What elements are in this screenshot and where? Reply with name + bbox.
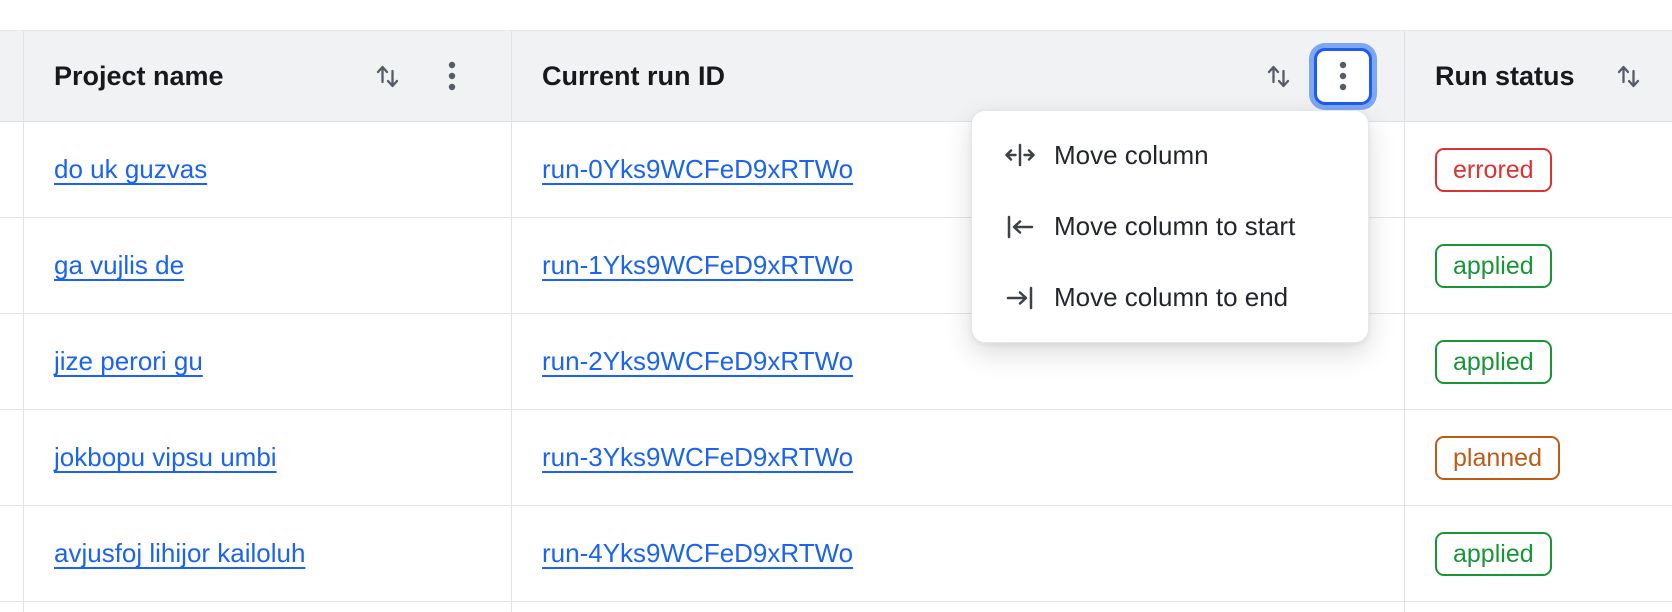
gutter-cell bbox=[0, 506, 24, 601]
sort-button[interactable] bbox=[372, 48, 402, 105]
sort-arrows-icon bbox=[374, 63, 401, 90]
status-badge: applied bbox=[1435, 339, 1552, 384]
column-header-project-name: Project name bbox=[24, 31, 512, 121]
column-label: Project name bbox=[54, 60, 224, 91]
sort-arrows-icon bbox=[1615, 63, 1642, 90]
run-id-link[interactable]: run-4Yks9WCFeD9xRTWo bbox=[542, 538, 854, 568]
status-badge: applied bbox=[1435, 243, 1552, 288]
menu-item-label: Move column bbox=[1054, 139, 1209, 170]
run-status-cell: errored bbox=[1405, 122, 1672, 217]
data-table: Project name bbox=[0, 30, 1672, 612]
table-header-row: Project name bbox=[0, 30, 1672, 122]
run-id-link[interactable]: run-0Yks9WCFeD9xRTWo bbox=[542, 154, 854, 184]
kebab-menu-icon bbox=[448, 60, 456, 92]
run-id-link[interactable]: run-3Yks9WCFeD9xRTWo bbox=[542, 442, 854, 472]
project-name-cell: avjusfoj lihijor kailoluh bbox=[24, 506, 512, 601]
column-header-run-status: Run status bbox=[1405, 31, 1672, 121]
run-id-cell: run-0Yks9WCFeD9xRTWo bbox=[512, 122, 1405, 217]
run-id-link[interactable]: run-2Yks9WCFeD9xRTWo bbox=[542, 346, 854, 376]
project-link[interactable]: jokbopu vipsu umbi bbox=[54, 442, 277, 472]
project-name-cell: jokbopu vipsu umbi bbox=[24, 410, 512, 505]
menu-item-move-column-to-end[interactable]: Move column to end bbox=[972, 263, 1368, 333]
column-options-menu: Move column Move column to start Move co… bbox=[971, 110, 1369, 343]
table-row-partial bbox=[0, 602, 1672, 612]
column-label: Run status bbox=[1435, 60, 1575, 91]
table-row: jokbopu vipsu umbi run-3Yks9WCFeD9xRTWo … bbox=[0, 410, 1672, 506]
project-link[interactable]: ga vujlis de bbox=[54, 250, 185, 280]
run-status-cell bbox=[1405, 602, 1672, 612]
gutter-cell bbox=[0, 602, 24, 612]
table-row: do uk guzvas run-0Yks9WCFeD9xRTWo errore… bbox=[0, 122, 1672, 218]
project-link[interactable]: jize perori gu bbox=[54, 346, 203, 376]
run-id-cell: run-3Yks9WCFeD9xRTWo bbox=[512, 410, 1405, 505]
run-id-cell: run-4Yks9WCFeD9xRTWo bbox=[512, 506, 1405, 601]
move-column-icon bbox=[1004, 139, 1036, 171]
status-badge: applied bbox=[1435, 531, 1552, 576]
status-badge: errored bbox=[1435, 147, 1552, 192]
table-row: avjusfoj lihijor kailoluh run-4Yks9WCFeD… bbox=[0, 506, 1672, 602]
gutter-cell bbox=[0, 218, 24, 313]
menu-item-label: Move column to start bbox=[1054, 211, 1296, 241]
run-id-cell: run-1Yks9WCFeD9xRTWo bbox=[512, 218, 1405, 313]
gutter-cell bbox=[0, 122, 24, 217]
project-name-cell: ga vujlis de bbox=[24, 218, 512, 313]
column-label: Current run ID bbox=[542, 60, 726, 91]
run-id-cell bbox=[512, 602, 1405, 612]
gutter-header-cell bbox=[0, 31, 24, 121]
run-status-cell: applied bbox=[1405, 506, 1672, 601]
move-column-to-end-icon bbox=[1004, 282, 1036, 314]
sort-arrows-icon bbox=[1265, 63, 1292, 90]
table-row: jize perori gu run-2Yks9WCFeD9xRTWo appl… bbox=[0, 314, 1672, 410]
run-status-cell: applied bbox=[1405, 314, 1672, 409]
sort-button[interactable] bbox=[1613, 48, 1643, 105]
run-id-cell: run-2Yks9WCFeD9xRTWo bbox=[512, 314, 1405, 409]
project-name-cell: jize perori gu bbox=[24, 314, 512, 409]
run-id-link[interactable]: run-1Yks9WCFeD9xRTWo bbox=[542, 250, 854, 280]
project-link[interactable]: do uk guzvas bbox=[54, 154, 208, 184]
menu-item-move-column[interactable]: Move column bbox=[972, 120, 1368, 190]
column-options-button-active[interactable] bbox=[1314, 47, 1372, 105]
run-status-cell: applied bbox=[1405, 218, 1672, 313]
column-header-current-run-id: Current run ID bbox=[512, 31, 1405, 121]
run-status-cell: planned bbox=[1405, 410, 1672, 505]
sort-button[interactable] bbox=[1263, 48, 1293, 105]
project-link[interactable]: avjusfoj lihijor kailoluh bbox=[54, 538, 306, 568]
status-badge: planned bbox=[1435, 435, 1560, 480]
table-row: ga vujlis de run-1Yks9WCFeD9xRTWo applie… bbox=[0, 218, 1672, 314]
menu-item-move-column-to-start[interactable]: Move column to start bbox=[972, 192, 1368, 262]
column-options-button[interactable] bbox=[423, 48, 481, 105]
gutter-cell bbox=[0, 314, 24, 409]
project-name-cell bbox=[24, 602, 512, 612]
move-column-to-start-icon bbox=[1004, 211, 1036, 243]
gutter-cell bbox=[0, 410, 24, 505]
kebab-menu-icon bbox=[1339, 60, 1347, 92]
project-name-cell: do uk guzvas bbox=[24, 122, 512, 217]
menu-item-label: Move column to end bbox=[1054, 282, 1289, 313]
